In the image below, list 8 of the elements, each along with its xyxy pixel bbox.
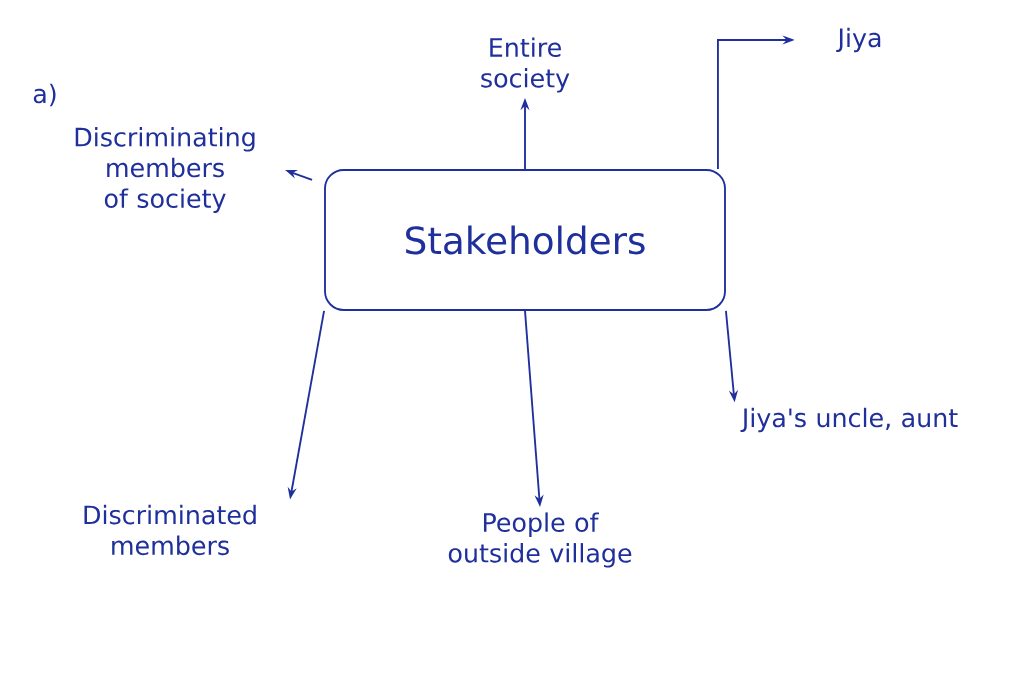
node-text: Discriminated members: [84, 504, 256, 556]
node-text: Discriminating members of society: [75, 127, 255, 213]
node-text: People of outside village: [448, 512, 632, 568]
stakeholder-box: Stakeholders: [324, 169, 726, 311]
node-text: Jiya's uncle, aunt: [740, 407, 958, 433]
item-marker: a): [33, 83, 56, 107]
node-text: Entire society: [481, 37, 570, 93]
node-text: Jiya: [836, 27, 881, 53]
